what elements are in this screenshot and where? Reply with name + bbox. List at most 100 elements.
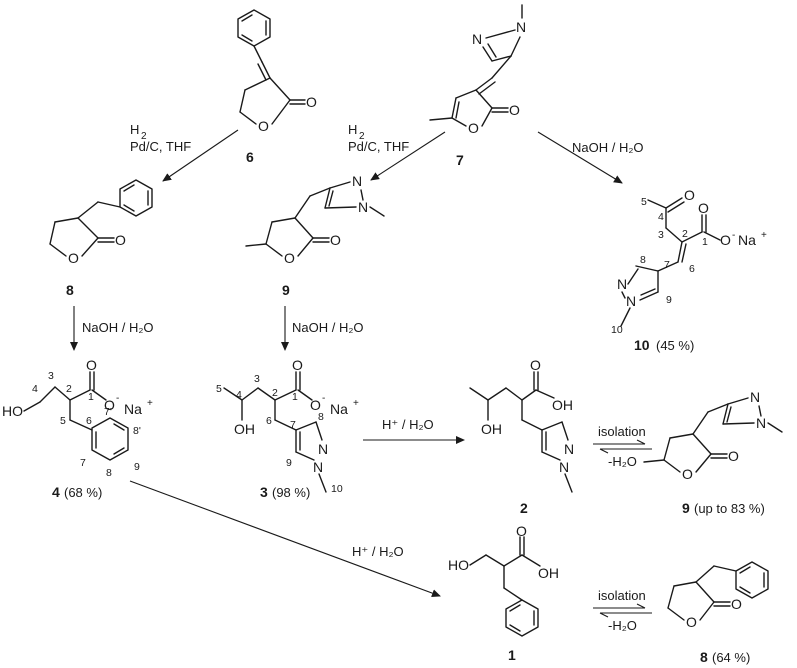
svg-text:7': 7' — [104, 406, 112, 418]
oxygen-atom: O — [258, 118, 269, 134]
compound-8-top-structure: O O — [49, 179, 153, 266]
oxygen-atom: O — [310, 397, 321, 413]
svg-text:+: + — [353, 398, 359, 409]
svg-text:3: 3 — [254, 373, 260, 385]
svg-text:3: 3 — [48, 370, 54, 382]
oxygen-atom: O — [284, 250, 295, 266]
svg-text:6: 6 — [86, 415, 92, 427]
compound-1-structure: HO O OH — [448, 523, 559, 637]
compound-3-structure: OH O O - Na + N N — [223, 357, 359, 493]
oxygen-atom: O — [509, 102, 520, 118]
oxygen-atom: O — [731, 596, 742, 612]
hydroxyl-group: OH — [552, 397, 573, 413]
hydroxyl-group: OH — [481, 421, 502, 437]
condition-isolation-9: isolation — [598, 424, 646, 439]
svg-text:9: 9 — [666, 294, 672, 306]
nitrogen-atom: N — [559, 459, 569, 475]
hydroxyl-group: OH — [538, 565, 559, 581]
compound-9-top-structure: N N O O — [245, 173, 385, 266]
nitrogen-atom: N — [564, 441, 574, 457]
yield-3: (98 %) — [272, 485, 310, 500]
svg-text:5: 5 — [60, 415, 66, 427]
svg-text:10: 10 — [331, 483, 343, 495]
nitrogen-atom: N — [617, 276, 627, 292]
condition-acid-1: H⁺ / H₂O — [352, 544, 404, 559]
condition-isolation-8: isolation — [598, 588, 646, 603]
oxygen-atom: O — [720, 232, 731, 248]
nitrogen-atom: N — [472, 31, 482, 47]
compound-label-2: 2 — [520, 500, 528, 516]
oxygen-atom: O — [306, 94, 317, 110]
hydroxyl-group: HO — [448, 557, 469, 573]
compound-10-structure: O O O - Na + N N — [617, 187, 767, 327]
nitrogen-atom: N — [358, 199, 368, 215]
svg-text:4: 4 — [32, 383, 38, 395]
compound-label-7: 7 — [456, 152, 464, 168]
svg-text:1: 1 — [292, 391, 298, 403]
svg-text:8': 8' — [133, 425, 141, 437]
svg-text:-: - — [732, 230, 735, 241]
svg-text:7: 7 — [664, 259, 670, 271]
sodium-atom: Na — [738, 232, 756, 248]
oxygen-atom: O — [115, 232, 126, 248]
equilibrium-2-to-9 — [593, 439, 652, 454]
condition-h2-left: H — [130, 122, 139, 137]
sodium-atom: Na — [330, 401, 348, 417]
nitrogen-atom: N — [626, 293, 636, 309]
nitrogen-atom: N — [318, 441, 328, 457]
svg-text:6: 6 — [266, 415, 272, 427]
yield-4: (68 %) — [64, 485, 102, 500]
oxygen-atom: O — [468, 120, 479, 136]
condition-acid-2: H⁺ / H₂O — [382, 417, 434, 432]
compound-label-9-bottom: 9 — [682, 500, 690, 516]
svg-text:2: 2 — [359, 131, 365, 142]
svg-text:3: 3 — [658, 229, 664, 241]
compound-label-8-bottom: 8 — [700, 649, 708, 665]
svg-text:2: 2 — [682, 228, 688, 240]
oxygen-atom: O — [682, 466, 693, 482]
condition-water-9: -H₂O — [608, 454, 637, 469]
svg-text:8: 8 — [318, 411, 324, 423]
svg-text:7: 7 — [290, 419, 296, 431]
nitrogen-atom: N — [313, 459, 323, 475]
compound-8-bottom-structure: O O — [667, 561, 769, 630]
svg-text:5: 5 — [641, 196, 647, 208]
svg-text:1: 1 — [702, 236, 708, 248]
svg-text:4: 4 — [658, 211, 664, 223]
sodium-atom: Na — [124, 401, 142, 417]
compound-label-9-top: 9 — [282, 282, 290, 298]
svg-text:1: 1 — [88, 391, 94, 403]
condition-naoh-4: NaOH / H₂O — [82, 320, 154, 335]
compound-4-structure: HO O O - Na + — [2, 357, 153, 461]
arrow-4-to-1 — [129, 480, 441, 597]
nitrogen-atom: N — [750, 389, 760, 405]
oxygen-atom: O — [292, 357, 303, 373]
svg-text:5: 5 — [216, 383, 222, 395]
svg-text:8: 8 — [106, 467, 112, 479]
condition-pdc-middle: Pd/C, THF — [348, 139, 409, 154]
oxygen-atom: O — [68, 250, 79, 266]
svg-text:4: 4 — [236, 389, 242, 401]
yield-8-bottom: (64 %) — [712, 650, 750, 665]
compound-label-10: 10 — [634, 337, 650, 353]
compound-7-structure: N N O O — [429, 4, 526, 136]
compound-label-1: 1 — [508, 647, 516, 663]
compound-label-6: 6 — [246, 149, 254, 165]
equilibrium-1-to-8 — [593, 603, 652, 618]
arrow-6-to-8 — [162, 129, 239, 182]
oxygen-atom: O — [698, 200, 709, 216]
compound-9-bottom-structure: N N O O — [643, 389, 783, 482]
svg-text:2: 2 — [66, 383, 72, 395]
svg-text:10: 10 — [611, 324, 623, 336]
svg-text:+: + — [761, 230, 767, 241]
oxygen-atom: O — [686, 614, 697, 630]
yield-10: (45 %) — [656, 338, 694, 353]
svg-text:-: - — [322, 393, 325, 404]
yield-9-bottom: (up to 83 %) — [694, 501, 765, 516]
condition-h2-middle: H — [348, 122, 357, 137]
compound-2-structure: OH O OH N N — [469, 357, 574, 493]
svg-text:8: 8 — [640, 254, 646, 266]
condition-naoh-3: NaOH / H₂O — [292, 320, 364, 335]
oxygen-atom: O — [86, 357, 97, 373]
